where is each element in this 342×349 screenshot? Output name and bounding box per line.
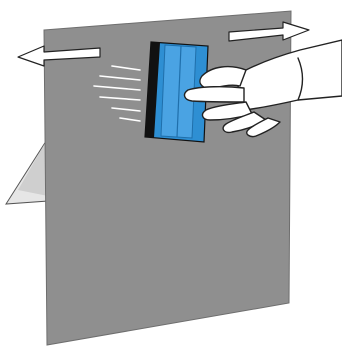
backing-liner xyxy=(6,138,48,204)
